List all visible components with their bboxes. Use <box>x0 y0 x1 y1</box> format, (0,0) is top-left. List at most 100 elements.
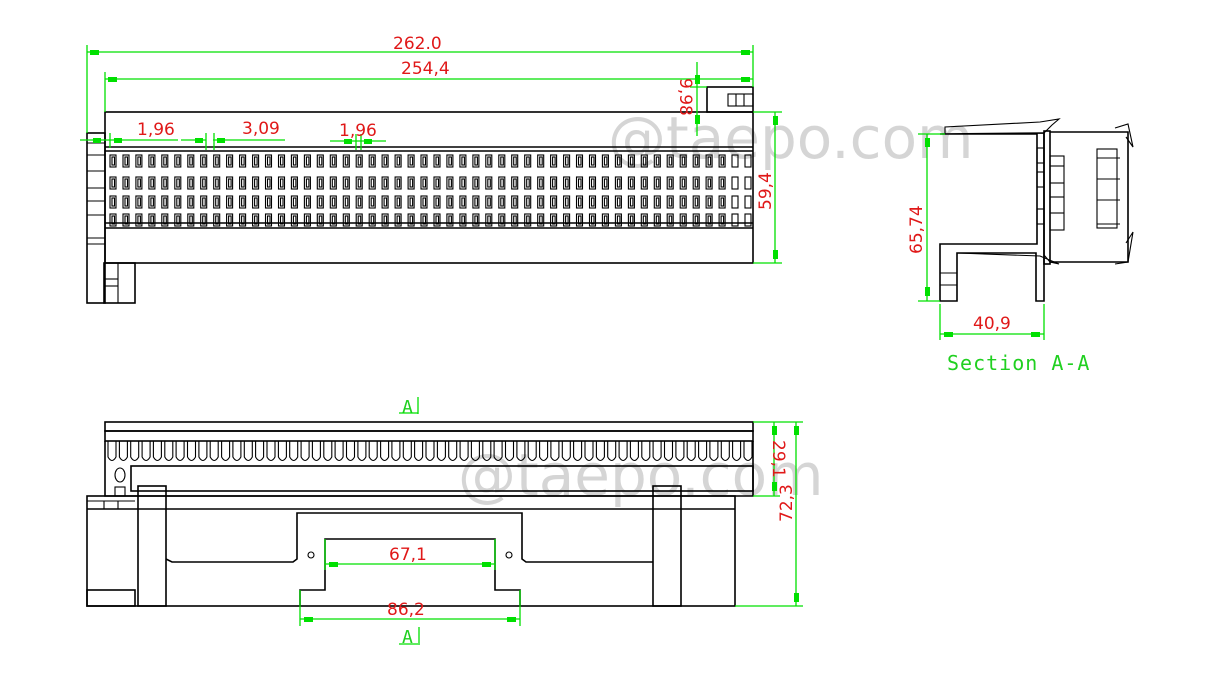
right-post <box>652 485 682 607</box>
pin-contact <box>563 213 571 227</box>
pin-contact <box>640 195 648 209</box>
pin-contact <box>303 176 311 190</box>
pin-contact <box>109 195 117 209</box>
pin-contact <box>524 176 532 190</box>
pin-contact <box>213 195 221 209</box>
comb-teeth <box>107 441 753 462</box>
pin-contact <box>290 195 298 209</box>
pin-contact <box>498 213 506 227</box>
pin-contact <box>148 176 156 190</box>
pin-contact <box>550 213 558 227</box>
pin-contact <box>498 154 506 168</box>
pin-contact <box>537 195 545 209</box>
pin-contact <box>575 213 584 227</box>
section-view: 65,74 40,9 Section A-A <box>907 118 1134 375</box>
pin-contact <box>640 176 648 190</box>
section-marker-bottom: A <box>399 627 420 648</box>
pin-contact <box>666 213 674 227</box>
pin-contact <box>614 195 622 209</box>
pin-contact <box>420 213 428 227</box>
pin-contact <box>692 213 700 227</box>
pin-contact <box>368 213 376 227</box>
pin-contact <box>459 195 467 209</box>
section-label: Section A-A <box>947 351 1090 375</box>
pin-contact <box>148 195 156 209</box>
pin-contact <box>472 176 480 190</box>
dim-latch-height: 9,98 <box>675 62 707 136</box>
pin-contact <box>135 213 143 227</box>
dim-pin-spacing: 1,96 3,09 1,96 <box>80 119 386 150</box>
pin-contact <box>666 195 674 209</box>
pin-contact <box>705 213 713 227</box>
pin-contact <box>731 195 739 209</box>
pin-contact <box>407 195 415 209</box>
pin-contact <box>420 176 428 190</box>
pin-contact <box>109 213 117 227</box>
pin-contact <box>290 176 298 190</box>
pin-contact <box>446 213 454 227</box>
pin-contact <box>174 213 182 227</box>
pin-contact <box>627 176 635 190</box>
pin-contact <box>731 176 739 190</box>
pin-contact <box>601 195 609 209</box>
pin-contact <box>200 176 208 190</box>
pin-contact <box>511 154 519 168</box>
dim-body-length: 254,4 <box>104 59 753 112</box>
pin-contact <box>381 154 389 168</box>
pin-contact <box>394 154 402 168</box>
pin-contact <box>394 213 402 227</box>
pin-contact <box>718 176 726 190</box>
pin-contact <box>303 195 311 209</box>
pin-contact <box>744 176 752 190</box>
pin-contact <box>744 213 752 227</box>
pin-contact <box>342 213 350 227</box>
pin-contact <box>342 154 350 168</box>
pin-contact <box>226 213 234 227</box>
pin-contact <box>213 154 221 168</box>
pin-contact <box>135 195 143 209</box>
pin-contact <box>640 213 648 227</box>
pin-contact <box>329 195 337 209</box>
pin-contact <box>252 195 260 209</box>
pin-contact <box>329 176 337 190</box>
pin-contact <box>614 176 622 190</box>
watermark-top: @taepo.com <box>608 104 974 172</box>
dim-text-outer-cutout: 86,2 <box>387 600 425 620</box>
pin-contact <box>575 176 584 190</box>
pin-contact <box>226 195 234 209</box>
pin-contact <box>277 176 286 190</box>
pin-contact <box>679 176 687 190</box>
dim-outer-cutout: 86,2 <box>299 590 521 626</box>
dim-overall-length: 262.0 <box>86 34 754 133</box>
pin-contact <box>252 213 260 227</box>
pin-contact <box>601 154 609 168</box>
pin-contact <box>498 176 506 190</box>
dim-section-height: 65,74 <box>907 133 945 302</box>
pin-contact <box>174 154 182 168</box>
pin-contact <box>394 195 402 209</box>
pin-contact <box>718 154 726 168</box>
pin-contact <box>368 195 376 209</box>
pin-contact <box>420 154 428 168</box>
pin-contact <box>433 213 441 227</box>
pin-contact <box>472 195 480 209</box>
pin-contact <box>407 176 415 190</box>
pin-contact <box>666 154 674 168</box>
pin-contact <box>588 195 597 209</box>
pin-contact <box>575 154 584 168</box>
pin-contact <box>511 176 519 190</box>
pin-contact <box>109 176 117 190</box>
pin-contact <box>588 213 597 227</box>
pin-contact <box>329 154 337 168</box>
pin-contact <box>653 154 661 168</box>
dim-text-pin-offset: 1,96 <box>137 120 175 140</box>
pin-contact <box>485 195 493 209</box>
pin-contact <box>433 176 441 190</box>
pin-contact <box>122 154 130 168</box>
pin-contact <box>679 195 687 209</box>
pin-contact <box>316 154 324 168</box>
pin-contact <box>472 154 480 168</box>
pin-contact <box>472 213 480 227</box>
pin-contact <box>226 154 234 168</box>
